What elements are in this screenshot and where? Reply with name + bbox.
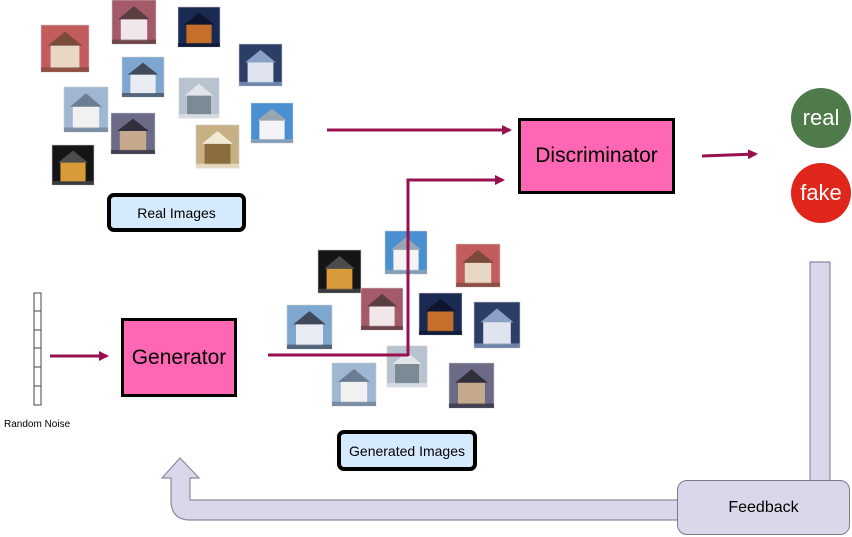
- generated-image-thumbnail: [360, 287, 404, 331]
- generated-image-thumbnail: [317, 249, 362, 294]
- real-images-group: [40, 0, 294, 186]
- feedback-box: Feedback: [677, 480, 850, 535]
- real-images-label: Real Images: [137, 204, 216, 221]
- generated-images-box: Generated Images: [337, 430, 477, 471]
- real-image-thumbnail: [51, 144, 95, 186]
- discriminator-box: Discriminator: [518, 118, 675, 194]
- random-noise-label: Random Noise: [4, 418, 71, 430]
- generated-images-group: [286, 230, 521, 409]
- real-image-thumbnail: [63, 86, 109, 133]
- generator-box: Generator: [121, 318, 237, 397]
- real-output-label: real: [802, 105, 840, 130]
- real-image-thumbnail: [238, 43, 283, 87]
- real-image-thumbnail: [177, 6, 221, 48]
- real-image-thumbnail: [250, 102, 294, 144]
- generator-label: Generator: [131, 345, 227, 369]
- noise-vector: [33, 292, 42, 406]
- real-image-thumbnail: [40, 24, 90, 73]
- discriminator-label: Discriminator: [535, 144, 658, 167]
- real-output-circle: real: [791, 88, 851, 148]
- arrow-discriminator-to-output: [701, 149, 758, 160]
- generated-image-thumbnail: [331, 362, 377, 407]
- generated-image-thumbnail: [473, 301, 521, 349]
- feedback-label: Feedback: [728, 498, 799, 516]
- generated-image-thumbnail: [286, 304, 333, 350]
- generated-image-thumbnail: [455, 243, 501, 288]
- real-image-thumbnail: [195, 124, 240, 169]
- real-image-thumbnail: [110, 112, 156, 155]
- real-images-box: Real Images: [107, 193, 246, 232]
- real-image-thumbnail: [121, 56, 165, 98]
- generated-image-thumbnail: [448, 362, 495, 409]
- generated-image-thumbnail: [418, 292, 463, 336]
- generated-images-label: Generated Images: [349, 442, 465, 459]
- real-image-thumbnail: [178, 77, 220, 119]
- real-image-thumbnail: [111, 0, 157, 45]
- generated-image-thumbnail: [384, 230, 428, 275]
- fake-output-circle: fake: [791, 163, 851, 223]
- arrow-generated-to-discriminator: [406, 175, 505, 356]
- fake-output-label: fake: [800, 180, 842, 205]
